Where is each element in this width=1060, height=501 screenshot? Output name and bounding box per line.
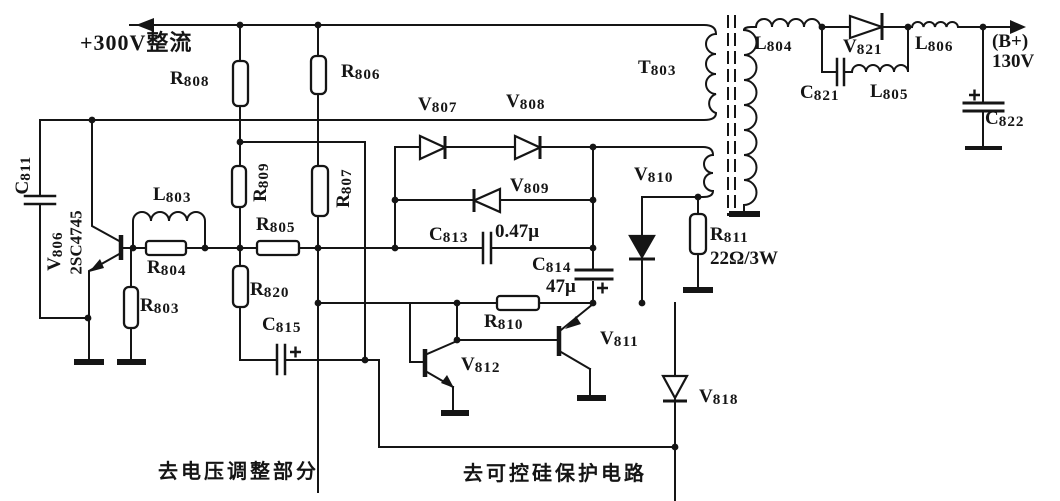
c814-plus [597,282,608,294]
label-t803: T803 [638,57,677,80]
label-v821: V821 [843,36,883,59]
transistor-bars [118,235,562,377]
label-300v-rail: +300V整流 [80,30,193,55]
label-c813: C813 [429,224,469,247]
r808-body [231,59,250,108]
label-c813-value: 0.47μ [495,221,540,242]
r820-body [231,264,250,309]
r809-body [230,164,248,209]
v821-diode [848,13,886,40]
r806-body [309,54,328,96]
label-l806: L806 [915,33,954,56]
label-l803: L803 [153,184,192,207]
label-r808: R808 [170,68,210,91]
label-r807: R807 [332,168,355,208]
r805-body [255,239,301,257]
label-r806: R806 [341,61,381,84]
label-r809: R809 [249,162,272,202]
label-b-plus: (B+) [992,31,1029,52]
v812-emitter-arrow [441,375,454,388]
r803-body [122,285,140,330]
arrowheads [89,18,1026,388]
label-l804: L804 [754,33,793,56]
v811-emitter-arrow [565,316,581,329]
label-v806-part: 2SC4745 [66,210,86,275]
resistor-bodies [122,54,708,330]
label-c822: C822 [985,108,1025,131]
bplus-arrow [1010,20,1026,34]
label-r810: R810 [484,311,524,334]
label-v811: V811 [600,328,639,351]
v806-emitter-arrow [89,259,104,272]
r810-body [495,294,541,312]
v818-diode [661,374,689,403]
label-v806: V806 [43,231,66,271]
label-l805: L805 [870,81,909,104]
note-to-voltage-regulator: 去电压调整部分 [158,461,319,483]
label-c814: C814 [532,254,572,277]
v807-diode [418,134,448,161]
label-r804: R804 [147,257,187,280]
v808-diode [513,134,543,161]
c822-plus [969,89,980,101]
diode-symbols [418,13,886,403]
r811-body [688,212,708,256]
label-v812: V812 [461,354,501,377]
label-c811: C811 [11,155,34,195]
ground-symbols [74,211,760,416]
note-to-scr-protection: 去可控硅保护电路 [463,463,647,485]
label-r820: R820 [250,279,290,302]
label-c821: C821 [800,82,840,105]
label-130v: 130V [992,51,1035,72]
label-r811: R811 [710,224,749,247]
label-c815: C815 [262,314,302,337]
label-r811-value: 22Ω/3W [710,248,778,269]
r804-body [144,239,188,257]
label-v808: V808 [506,91,546,114]
v809-diode [471,187,502,214]
r807-body [310,164,330,218]
label-v810: V810 [634,164,674,187]
label-v807: V807 [418,94,458,117]
label-v809: V809 [510,175,550,198]
label-c814-value: 47μ [546,276,576,297]
label-r803: R803 [140,295,180,318]
rail-arrow [136,18,154,32]
label-v818: V818 [699,386,739,409]
v810-diode [628,234,656,261]
c815-plus [290,346,301,358]
polarity-plus-marks [290,89,980,358]
label-r805: R805 [256,214,296,237]
junction-dots [84,21,987,451]
